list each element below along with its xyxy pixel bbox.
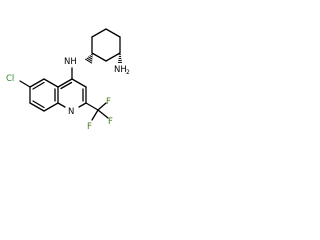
stereo-hash-bond-nh [84, 53, 94, 64]
nh2-label: NH [114, 65, 127, 75]
bond-cf3-fleft [91, 109, 99, 121]
nh2-subscript: 2 [126, 69, 130, 76]
bond-c2-c3 [105, 28, 121, 38]
bond-c4-c5 [105, 52, 121, 62]
bond-c1-c2 [91, 28, 107, 38]
fluorine-top-label: F [106, 97, 111, 107]
chlorine-label: Cl [6, 74, 14, 84]
molecule-structure: NH 2 NH Cl N F F F [6, 28, 130, 132]
bond-cf3-fright [97, 109, 109, 119]
cyclohexane-ring [91, 28, 121, 62]
quinoline-n-label: N [68, 107, 74, 117]
bond-c6-cl [19, 80, 31, 88]
benzene-ring [29, 78, 59, 112]
stereo-hash-bond-nh2 [118, 53, 122, 63]
bond-c2-cf3 [85, 102, 99, 111]
bond-c5-c6 [91, 52, 107, 62]
fluorine-left-label: F [87, 122, 92, 132]
nh-label: NH [64, 57, 77, 67]
pyridine-ring [57, 78, 87, 108]
bond-cf3-ftop [97, 102, 107, 111]
fluorine-right-label: F [108, 117, 113, 127]
